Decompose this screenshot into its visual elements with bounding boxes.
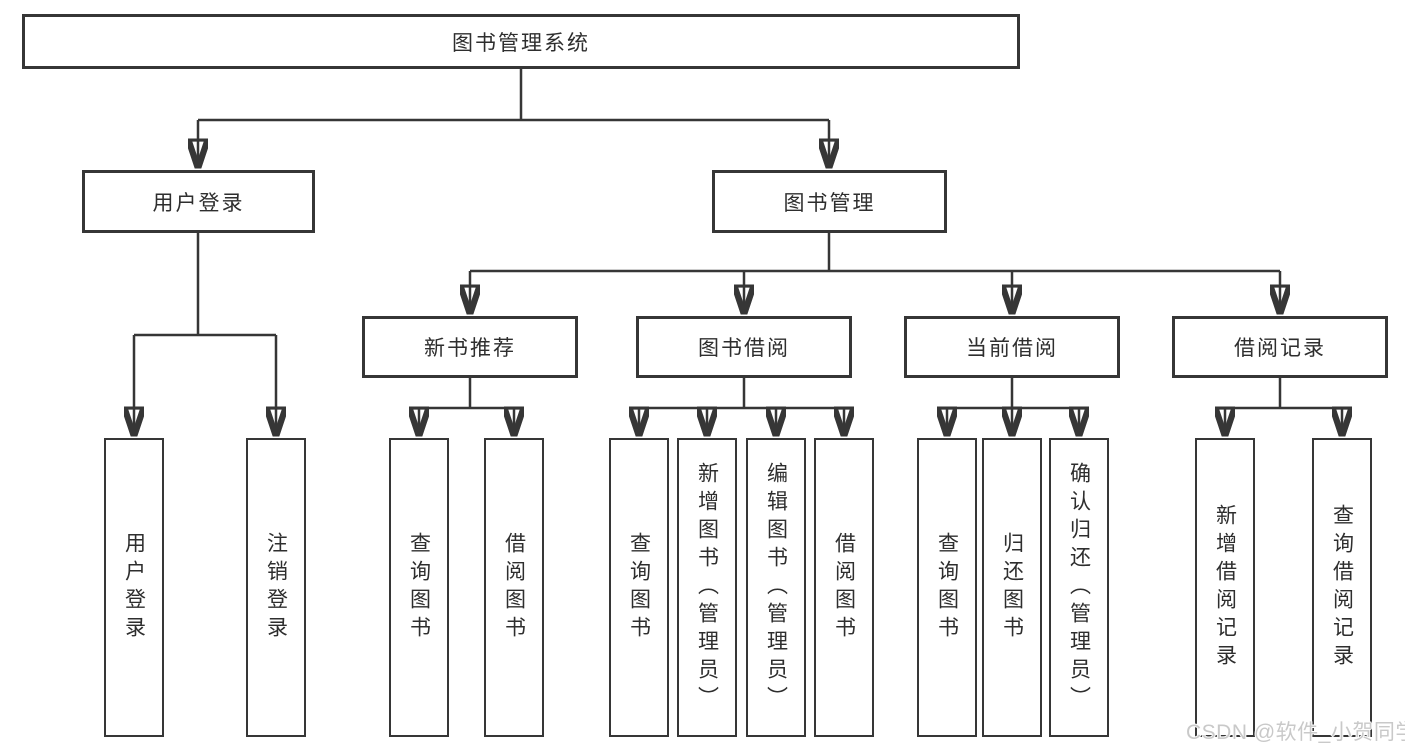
leaf-confirm-return-admin: 确认归还（管理员） [1049,438,1109,737]
node-book-borrowing: 图书借阅 [636,316,852,378]
leaf-return-books: 归还图书 [982,438,1042,737]
node-label: 新增借阅记录 [1213,503,1237,672]
node-label: 借阅记录 [1234,337,1326,360]
node-label: 确认归还（管理员） [1067,461,1091,714]
node-label: 图书管理系统 [452,31,590,55]
leaf-add-borrow-record: 新增借阅记录 [1195,438,1255,737]
leaf-borrow-books-recommend: 借阅图书 [484,438,544,737]
node-label: 编辑图书（管理员） [764,461,788,714]
connector-line [198,69,829,122]
leaf-edit-books-admin: 编辑图书（管理员） [746,438,806,737]
node-label: 用户登录 [122,531,146,644]
node-label: 图书借阅 [698,337,790,360]
leaf-query-books-recommend: 查询图书 [389,438,449,737]
csdn-watermark: CSDN @软件_小贺同学 [1186,721,1405,744]
leaf-query-books-current: 查询图书 [917,438,977,737]
leaf-user-login: 用户登录 [104,438,164,737]
node-label: 归还图书 [1000,531,1024,644]
connector-line [639,378,844,410]
node-book-management: 图书管理 [712,170,947,233]
leaf-query-borrow-record: 查询借阅记录 [1312,438,1372,737]
node-borrowing-records: 借阅记录 [1172,316,1388,378]
node-label: 新增图书（管理员） [695,461,719,714]
node-label: 新书推荐 [424,337,516,360]
node-new-book-recommend: 新书推荐 [362,316,578,378]
leaf-add-books-admin: 新增图书（管理员） [677,438,737,737]
node-library-system: 图书管理系统 [22,14,1020,69]
node-label: 查询图书 [627,531,651,644]
node-label: 借阅图书 [832,531,856,644]
node-label: 查询借阅记录 [1330,503,1354,672]
connector-line [134,233,276,337]
connector-line [419,378,514,410]
leaf-borrow-books: 借阅图书 [814,438,874,737]
connector-line [947,378,1079,410]
node-label: 查询图书 [407,531,431,644]
node-user-login: 用户登录 [82,170,315,233]
leaf-query-books-borrowing: 查询图书 [609,438,669,737]
node-label: 图书管理 [783,191,876,215]
node-current-borrowing: 当前借阅 [904,316,1120,378]
node-label: 用户登录 [152,191,245,215]
leaf-logout: 注销登录 [246,438,306,737]
node-label: 借阅图书 [502,531,526,644]
node-label: 当前借阅 [966,337,1058,360]
connector-line [1225,378,1342,410]
node-label: 注销登录 [264,531,288,644]
connector-line [470,233,1280,273]
node-label: 查询图书 [935,531,959,644]
